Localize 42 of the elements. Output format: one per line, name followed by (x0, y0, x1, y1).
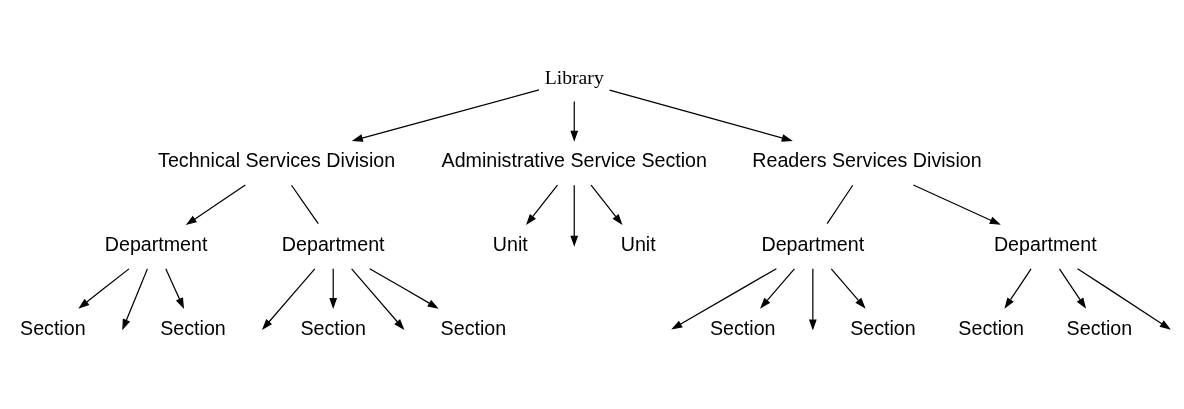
arrow (830, 268, 866, 309)
node-text: Section (300, 316, 366, 339)
node-text: Unit (620, 232, 656, 255)
node-text: Section (958, 316, 1024, 339)
arrow (808, 268, 817, 331)
node-text: Readers Services Division (752, 149, 982, 172)
connector (290, 184, 319, 225)
node-text: Technical Services Division (158, 149, 396, 172)
arrow (122, 268, 148, 331)
arrow (912, 184, 1001, 225)
arrow (1004, 268, 1032, 309)
arrow (526, 184, 559, 226)
arrow (78, 268, 130, 309)
arrow (165, 268, 185, 309)
arrow (261, 268, 316, 331)
node-text: Section (709, 316, 776, 339)
node-text: Library (544, 65, 604, 88)
node-text: Department (761, 232, 865, 255)
arrow (671, 268, 777, 330)
arrow (590, 184, 623, 226)
arrow (369, 268, 439, 309)
arrow (351, 89, 540, 142)
node-text: Section (160, 316, 226, 339)
node-text: Department (281, 232, 385, 255)
arrow (351, 268, 405, 331)
node-text: Department (993, 232, 1097, 255)
arrow (1058, 268, 1087, 309)
node-text: Department (104, 232, 208, 255)
arrow (760, 268, 796, 309)
arrow (608, 89, 793, 142)
arrow (570, 184, 579, 247)
node-text: Administrative Service Section (441, 149, 707, 172)
arrow (329, 268, 338, 310)
node-text: Section (850, 316, 916, 339)
arrow (185, 184, 246, 226)
node-text: Section (440, 316, 507, 339)
node-text: Unit (492, 232, 528, 255)
connector (826, 184, 854, 225)
arrow (1076, 268, 1171, 330)
node-text: Section (20, 316, 86, 339)
arrow (570, 101, 579, 142)
node-text: Section (1066, 316, 1133, 339)
